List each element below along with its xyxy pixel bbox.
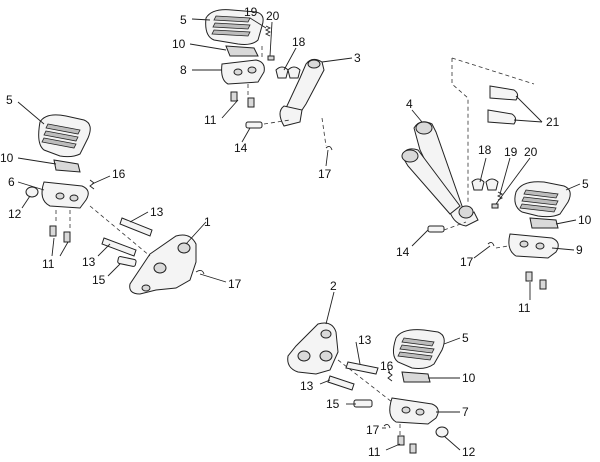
callout-11-bottom: 11 <box>368 445 381 459</box>
callout-5-right: 5 <box>582 177 589 191</box>
callout-12-bottom: 12 <box>462 445 476 459</box>
callout-17-left: 17 <box>228 277 242 291</box>
callout-17-top: 17 <box>318 167 332 181</box>
callout-11-top: 11 <box>204 113 217 127</box>
callout-15-left: 15 <box>92 273 106 287</box>
right-footpeg-assembly <box>401 57 571 290</box>
callout-2-bottom: 2 <box>330 279 337 293</box>
main-bracket-bottom <box>287 322 339 375</box>
top-footpeg-assembly <box>205 9 333 151</box>
callout-13-bottom-b: 13 <box>300 379 314 393</box>
callout-14-top: 14 <box>234 141 248 155</box>
callout-17-bottom: 17 <box>366 423 380 437</box>
callout-16-left: 16 <box>112 167 126 181</box>
callout-5-top: 5 <box>180 13 187 27</box>
footpeg-bracket-top <box>221 59 265 85</box>
callout-3-top: 3 <box>354 51 361 65</box>
footpeg-bracket-left <box>41 181 89 209</box>
callout-13-bottom-a: 13 <box>358 333 372 347</box>
footpeg-rubber-right <box>514 181 571 218</box>
callout-16-bottom: 16 <box>380 359 394 373</box>
spring-top <box>264 25 272 37</box>
footpeg-rubber-bottom <box>392 329 445 369</box>
left-footpeg-assembly <box>25 114 205 295</box>
callout-13-left-b: 13 <box>82 255 96 269</box>
callout-21-right: 21 <box>546 115 560 129</box>
callout-20-right: 20 <box>524 145 538 159</box>
callout-8-top: 8 <box>180 63 187 77</box>
callout-4-right: 4 <box>406 97 413 111</box>
callout-labels: 5 19 20 10 18 3 8 11 14 17 5 10 6 16 12 … <box>0 5 592 459</box>
callout-15-bottom: 15 <box>326 397 340 411</box>
leader-lines <box>17 17 581 451</box>
callout-6-left: 6 <box>8 175 15 189</box>
footpeg-bracket-right <box>508 233 559 259</box>
callout-7-bottom: 7 <box>462 405 469 419</box>
callout-10-bottom: 10 <box>462 371 476 385</box>
callout-11-left: 11 <box>42 257 55 271</box>
callout-19-right: 19 <box>504 145 518 159</box>
callout-10-top: 10 <box>172 37 186 51</box>
bottom-footpeg-assembly <box>287 322 449 454</box>
pin-top <box>267 55 275 61</box>
callout-19-top: 19 <box>244 5 258 19</box>
callout-20-top: 20 <box>266 9 280 23</box>
footpeg-bracket-bottom <box>389 397 439 425</box>
callout-1-left: 1 <box>204 215 211 229</box>
pin-14-top <box>245 121 263 129</box>
callout-10-left: 10 <box>0 151 14 165</box>
callout-14-right: 14 <box>396 245 410 259</box>
footpeg-rubber-top <box>205 9 264 45</box>
callout-5-left: 5 <box>6 93 13 107</box>
callout-18-right: 18 <box>478 143 492 157</box>
callout-10-right: 10 <box>578 213 592 227</box>
callout-13-left-a: 13 <box>150 205 164 219</box>
callout-12-left: 12 <box>8 207 22 221</box>
callout-5-bottom: 5 <box>462 331 469 345</box>
callout-9-right: 9 <box>576 243 583 257</box>
callout-11-right: 11 <box>518 301 531 315</box>
callout-17-right: 17 <box>460 255 474 269</box>
callout-18-top: 18 <box>292 35 306 49</box>
footpeg-rubber-left <box>38 114 91 158</box>
rubber-plate-top <box>225 45 259 57</box>
rubber-plate-left <box>53 159 81 173</box>
